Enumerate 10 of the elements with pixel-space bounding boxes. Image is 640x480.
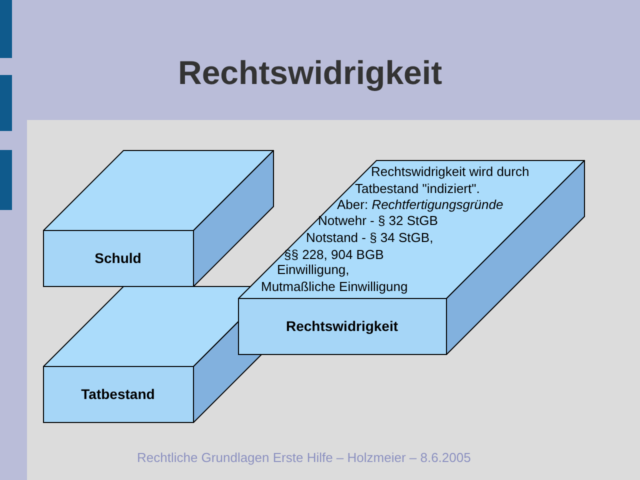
block-text: Rechtswidrigkeit wird durch Tatbestand "indiziert". xyxy=(355,164,530,197)
block-label: Rechtswidrigkeit xyxy=(286,316,398,336)
block-text: Notwehr - § 32 StGB xyxy=(318,213,439,230)
block-label: Schuld xyxy=(94,248,142,268)
block-text: Einwilligung, Mutmaßliche Einwilligung xyxy=(261,262,409,295)
block-text: Notstand - § 34 StGB, §§ 228, 904 BGB xyxy=(284,230,434,263)
block-label: Tatbestand xyxy=(81,384,155,404)
block-text: Aber: Rechtfertigungsgründe xyxy=(337,197,504,214)
footer-text: Rechtliche Grundlagen Erste Hilfe – Holzmeier – 8.6.2005 xyxy=(137,449,471,467)
slide-title: Rechtswidrigkeit xyxy=(178,56,442,89)
